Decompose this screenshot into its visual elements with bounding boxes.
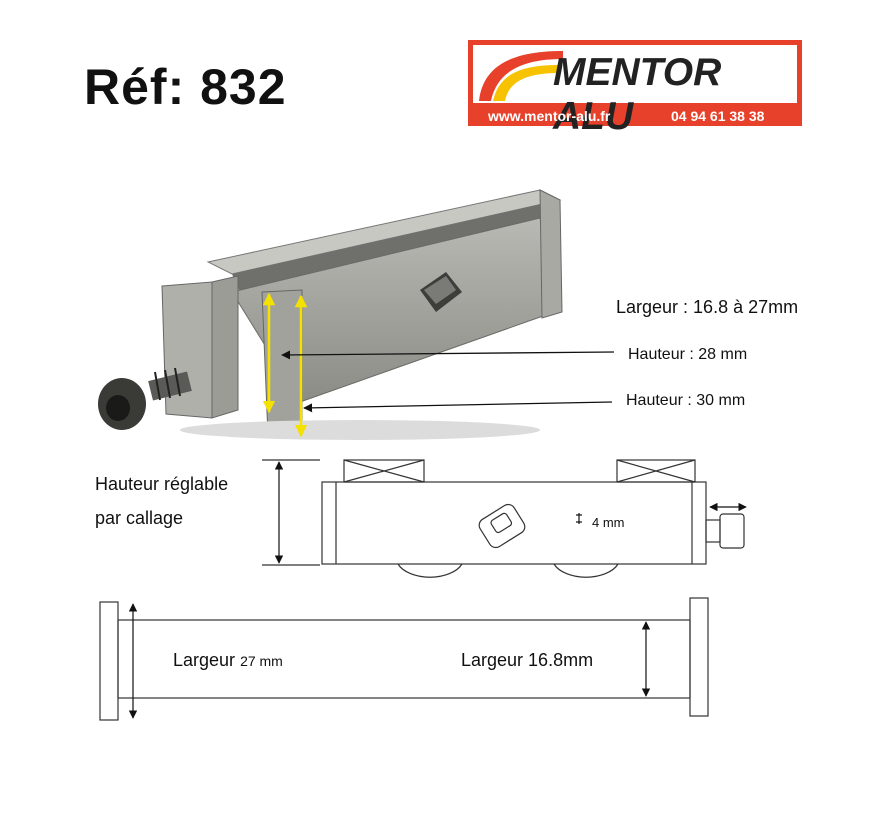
label-hauteur-28: Hauteur : 28 mm [628,346,748,363]
logo-inner: MENTOR ALU [473,45,797,138]
label-largeur-range: Largeur : 16.8 à 27mm [616,297,799,317]
width-plan-drawing [99,597,709,721]
label-hauteur-30: Hauteur : 30 mm [626,392,746,409]
leader-hauteur-30 [303,401,613,413]
label-largeur-27: Largeur 27 mm [173,650,283,671]
logo-brand: MENTOR ALU [553,51,722,138]
leader-hauteur-28 [281,350,615,360]
mentor-alu-logo: MENTOR ALU www.mentor-alu.fr 04 94 61 38… [468,40,802,138]
logo-website: www.mentor-alu.fr [488,108,611,124]
label-largeur-27-value: 27 mm [240,653,283,669]
reference-title: Réf: 832 [84,59,287,115]
label-largeur-168: Largeur 16.8mm [461,650,594,670]
logo-footer: www.mentor-alu.fr 04 94 61 38 38 [468,106,802,126]
logo-swoosh-icon [479,51,563,101]
logo-phone: 04 94 61 38 38 [671,108,765,124]
roller-3d-photo [98,189,563,440]
label-offset-4mm: 4 mm [592,515,625,530]
label-adjust-line1: Hauteur réglable [95,474,229,494]
side-elevation-drawing [262,459,747,578]
label-largeur-27-word: Largeur [173,650,236,670]
label-adjust-line2: par callage [95,508,184,528]
